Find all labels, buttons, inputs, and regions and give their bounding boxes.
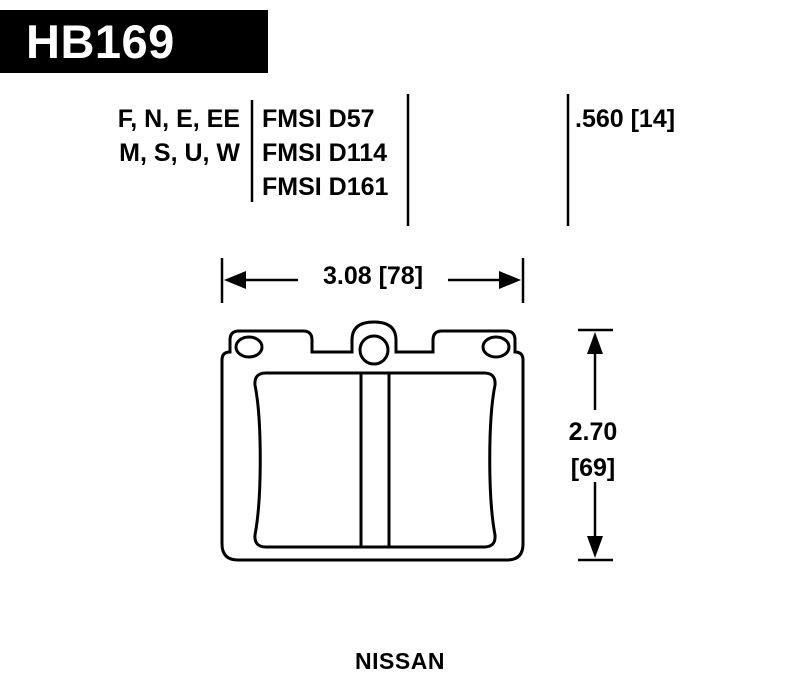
brake-pad-drawing — [220, 320, 525, 562]
mounting-hole-left — [234, 335, 264, 359]
part-number: HB169 — [26, 15, 175, 68]
compound-codes-line-1: F, N, E, EE — [117, 105, 240, 133]
mounting-hole-right — [481, 335, 511, 359]
pad-outline — [220, 320, 525, 562]
fmsi-item-3: FMSI D161 — [262, 173, 389, 201]
height-dimension-label-mm: [69] — [570, 454, 616, 482]
vehicle-application-label: NISSAN — [355, 648, 445, 674]
fmsi-item-1: FMSI D57 — [262, 105, 375, 133]
part-number-badge: HB169 — [0, 10, 268, 73]
arrow-left-icon — [224, 271, 246, 289]
fmsi-item-2: FMSI D114 — [262, 139, 388, 167]
arrow-right-icon — [499, 271, 521, 289]
pad-friction-contour — [253, 371, 497, 549]
width-dimension-label: 3.08 [78] — [322, 262, 424, 290]
fmsi-list: FMSI D57 FMSI D114 FMSI D161 — [262, 102, 388, 204]
arrow-down-icon — [587, 536, 603, 558]
center-tab-hole — [358, 334, 390, 366]
height-dimension-label-inches: 2.70 — [568, 418, 618, 446]
compound-codes: F, N, E, EE M, S, U, W — [40, 102, 240, 170]
arrow-up-icon — [587, 332, 603, 354]
pad-thickness-value: .560 [14] — [575, 105, 676, 133]
compound-codes-line-2: M, S, U, W — [119, 139, 240, 167]
